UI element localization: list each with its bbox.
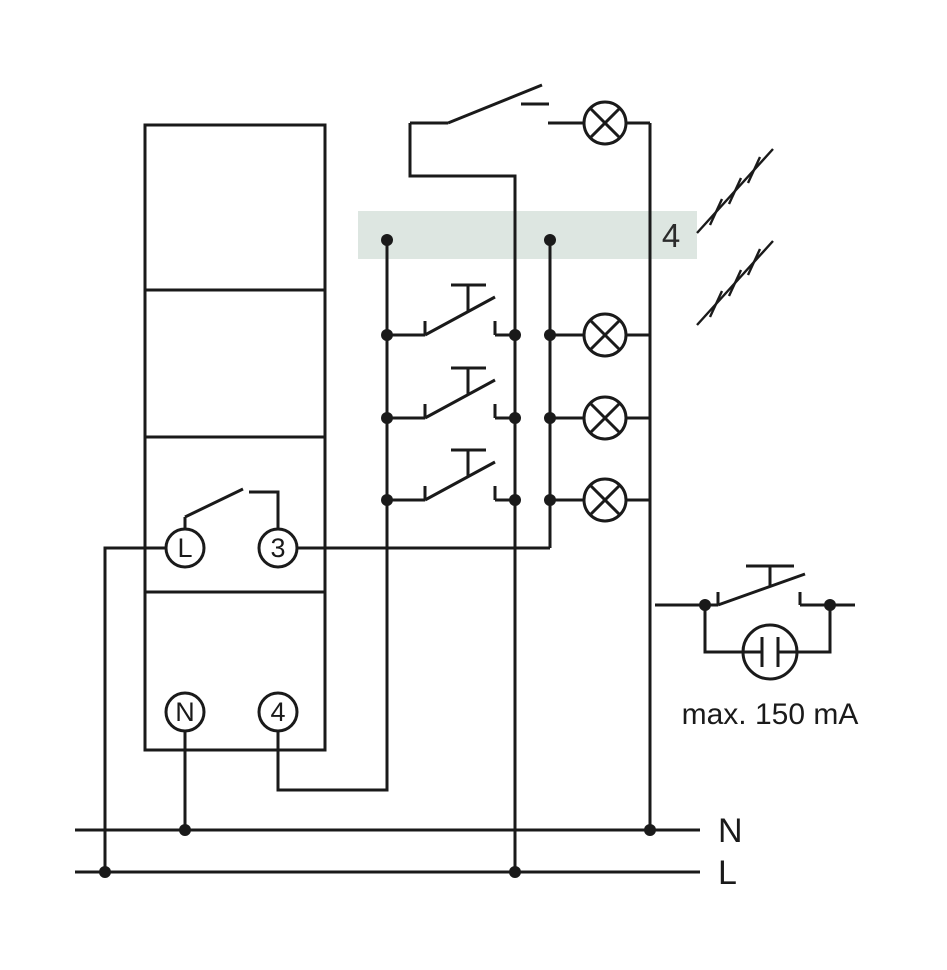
junction-dot	[509, 494, 521, 506]
terminal-circle	[257, 691, 299, 733]
junction-dot	[179, 824, 191, 836]
terminal-circle	[164, 527, 206, 569]
junction-dot	[509, 412, 521, 424]
wire-terminal4-trigger-column	[276, 240, 389, 792]
junction-dot	[544, 494, 556, 506]
junction-dot	[381, 494, 393, 506]
junction-dot	[381, 329, 393, 341]
junction-dot	[509, 866, 521, 878]
illuminated-pushbutton	[655, 564, 855, 681]
junction-dot	[381, 234, 393, 246]
junction-dot	[544, 234, 556, 246]
pushbutton-blade	[424, 460, 496, 502]
relay-contact-blade	[184, 487, 244, 519]
relay-contact-icon	[183, 487, 280, 529]
lamp-cross-2	[588, 401, 622, 435]
live-line-label: L	[718, 854, 737, 892]
terminal-n-label: N	[175, 697, 195, 727]
junction-dot	[99, 866, 111, 878]
junction-dot	[644, 824, 656, 836]
hatch-tick	[727, 177, 743, 205]
terminal-4-label: 4	[270, 697, 285, 727]
hatch-tick	[708, 290, 724, 318]
glow-lamp-icon	[741, 623, 799, 681]
pushbutton-icon-3	[387, 448, 515, 502]
pushbutton-icon-1	[387, 283, 515, 337]
pushbutton-blade	[424, 295, 496, 337]
hatch-tick	[746, 248, 762, 276]
glow-lamp-branch-right	[797, 605, 832, 654]
terminal-3: 3	[257, 527, 299, 569]
junction-dot	[544, 412, 556, 424]
hatch-tick	[746, 156, 762, 184]
pushbutton-icon-2	[387, 366, 515, 420]
relay-contact-elbow	[249, 490, 280, 529]
terminal-circle	[164, 691, 206, 733]
terminal-3-label: 3	[270, 533, 285, 563]
lamp-icon-top	[548, 100, 650, 146]
terminal-n: N	[164, 691, 206, 733]
lamp-cross-2	[588, 106, 622, 140]
wire-l-terminal-to-l-line	[103, 546, 166, 872]
junction-dot	[381, 412, 393, 424]
pushbutton-blade	[717, 572, 806, 607]
glow-lamp-branch-left	[703, 605, 743, 654]
terminal-l: L	[164, 527, 206, 569]
multi-conductor-hatch-upper	[696, 148, 774, 234]
bus-count-label: 4	[662, 217, 680, 254]
wall-switch-icon	[410, 83, 549, 125]
multi-conductor-hatch-lower	[696, 240, 774, 326]
wall-switch-blade	[447, 83, 543, 125]
lamp-icon-1	[550, 312, 650, 358]
lamp-cross-2	[588, 483, 622, 517]
junction-dot	[544, 329, 556, 341]
terminal-l-label: L	[177, 533, 192, 563]
pushbutton-blade	[424, 378, 496, 420]
max-current-label: max. 150 mA	[682, 698, 859, 731]
hatch-tick	[708, 198, 724, 226]
lamp-cross-2	[588, 318, 622, 352]
terminal-4: 4	[257, 691, 299, 733]
lamp-icon-2	[550, 395, 650, 441]
neutral-line-label: N	[718, 812, 743, 850]
hatch-tick	[727, 269, 743, 297]
wire-live-column	[408, 123, 517, 872]
junction-dot	[509, 329, 521, 341]
junction-dots	[99, 234, 656, 878]
bus-highlight-band	[358, 211, 697, 259]
lamp-icon-3	[550, 477, 650, 523]
terminal-circle	[257, 527, 299, 569]
